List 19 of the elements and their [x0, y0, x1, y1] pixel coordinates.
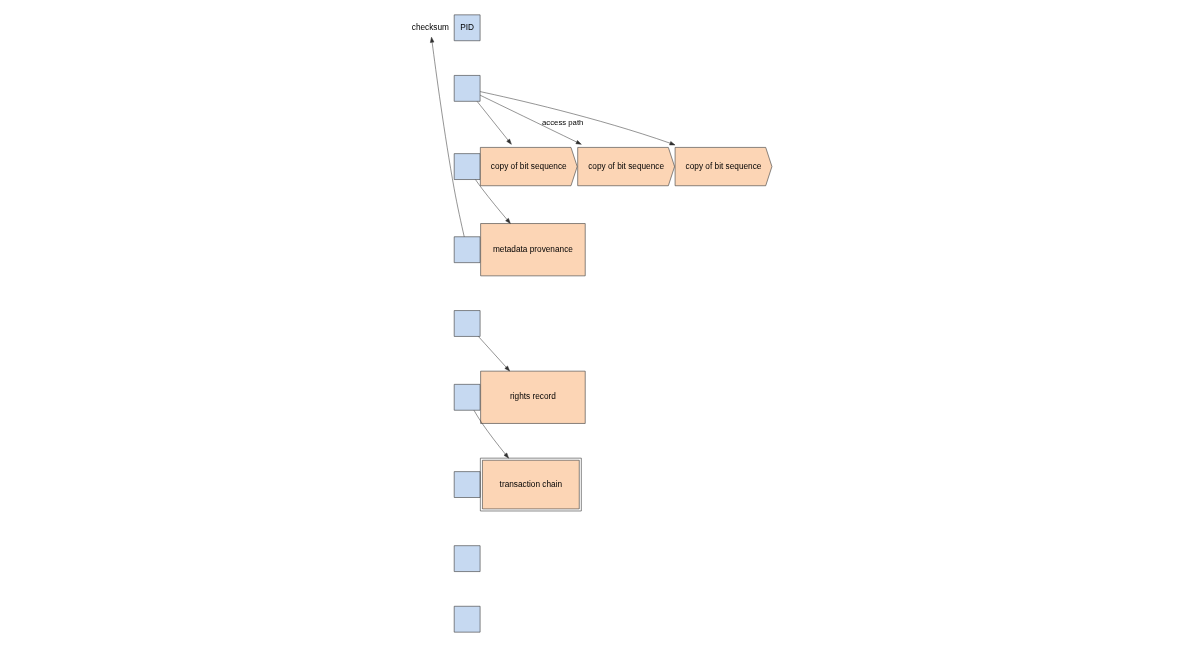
- node-box: metadata provenance: [479, 223, 586, 277]
- arrow: [429, 36, 464, 237]
- node-box: [453, 471, 480, 498]
- node-text: checksum: [411, 22, 449, 32]
- node-box: [453, 605, 480, 633]
- node-box: [453, 384, 480, 411]
- arrow: [479, 91, 675, 146]
- node-box: [453, 545, 480, 572]
- arrow: [476, 101, 512, 145]
- arrow: [473, 410, 509, 459]
- node-box: [453, 236, 480, 263]
- node-box: [453, 310, 480, 337]
- node-box: [453, 75, 480, 102]
- arrow: [479, 94, 582, 145]
- node-box: PID: [453, 14, 480, 42]
- node-box: [453, 153, 480, 180]
- arrow: [474, 179, 511, 224]
- arrow: [477, 336, 510, 372]
- node-box: rights record: [479, 370, 586, 424]
